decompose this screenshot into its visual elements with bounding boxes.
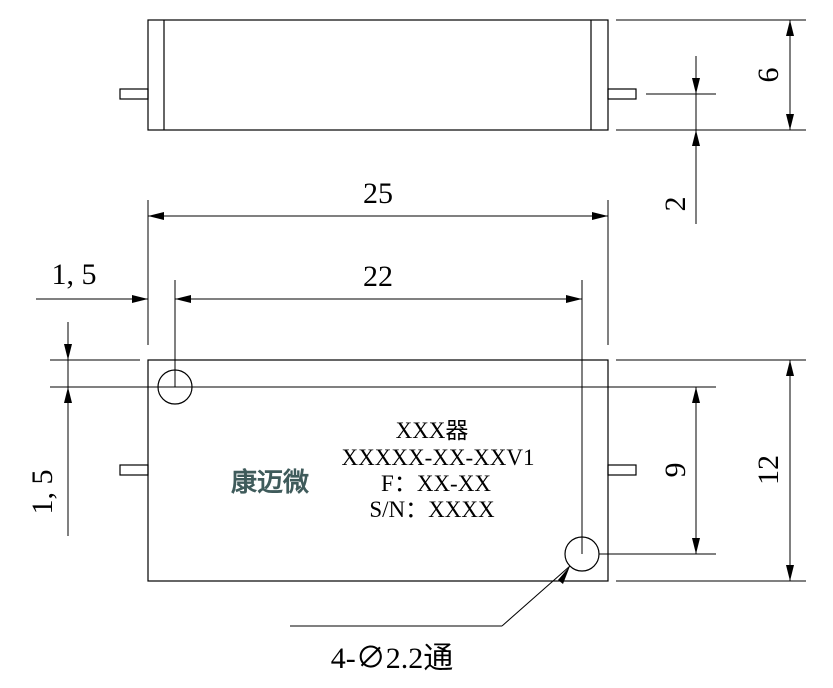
side-view [119,19,637,131]
hole-note-text: 4-∅2.2通 [331,642,454,675]
side-view-right-pin [607,88,637,100]
dim-hole-spacing-y-text: 9 [659,463,692,478]
dim-hole-spacing-text: 22 [363,260,393,293]
side-view-left-pin [119,88,149,100]
plan-view [119,359,637,582]
label-line-4: S/N：XXXX [369,497,495,522]
side-view-body [147,19,609,131]
hole-note-leader: 4-∅2.2通 [290,565,571,675]
dim-width-total: 12 [616,359,806,582]
dim-hole-spacing: 22 [174,260,583,554]
label-line-1: XXX器 [396,418,469,443]
label-line-3: F：XX-XX [381,471,491,496]
dim-pin-offset: 2 [646,56,716,224]
dim-hole-spacing-y: 9 [599,387,716,555]
label-line-2: XXXXX-XX-XXV1 [342,445,535,470]
dim-length-total-text: 25 [363,177,393,210]
dim-length-total: 25 [147,177,609,345]
plan-view-body [147,359,609,582]
plan-view-right-pin [607,464,637,476]
dim-offset-y: 1, 5 [26,322,716,536]
company-logo: 康迈微 [231,467,309,498]
dim-pin-offset-text: 2 [659,197,692,212]
dim-height-top: 6 [616,19,806,131]
dim-height-top-text: 6 [752,68,785,83]
dim-offset-y-text: 1, 5 [26,470,59,515]
plan-view-left-pin [119,464,149,476]
product-label: XXX器 XXXXX-XX-XXV1 F：XX-XX S/N：XXXX [342,418,535,522]
dim-offset-x-text: 1, 5 [52,258,97,291]
dim-width-total-text: 12 [752,455,785,485]
dim-offset-x: 1, 5 [36,258,148,303]
